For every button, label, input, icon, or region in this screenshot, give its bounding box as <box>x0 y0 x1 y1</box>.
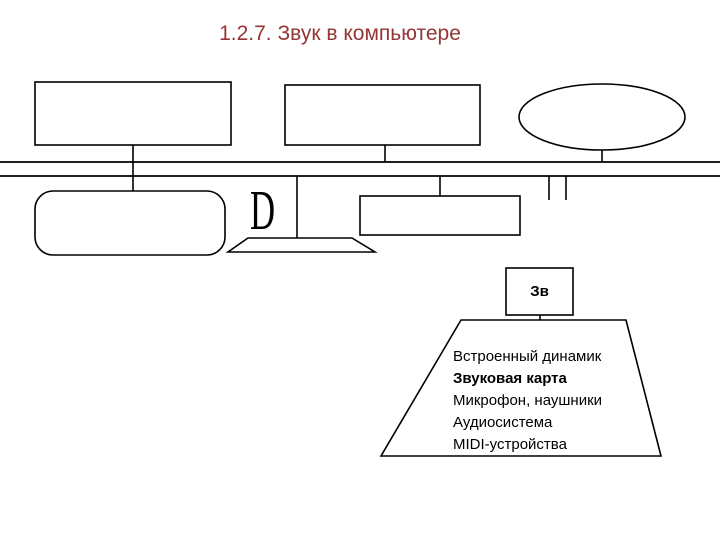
slide-title: 1.2.7. Звук в компьютере <box>219 22 461 45</box>
box-middle <box>359 195 521 236</box>
box-top-left <box>34 81 232 146</box>
devices-trapezoid <box>379 319 663 457</box>
sound-box <box>505 267 574 316</box>
ellipse-top-right <box>518 83 686 151</box>
device-item: Встроенный динамик <box>453 348 602 365</box>
device-item: Микрофон, наушники <box>453 392 603 409</box>
d-glyph: D <box>250 180 276 242</box>
keyboard-shape <box>225 237 378 253</box>
box-top-center <box>284 84 481 146</box>
device-item: Звуковая карта <box>453 370 567 387</box>
device-item: MIDI-устройства <box>453 436 567 453</box>
device-item: Аудиосистема <box>453 414 553 431</box>
sound-box-label: Зв <box>530 283 549 300</box>
devices-list: Встроенный динамик Звуковая карта Микроф… <box>453 346 602 456</box>
rounded-box-left <box>34 190 226 256</box>
